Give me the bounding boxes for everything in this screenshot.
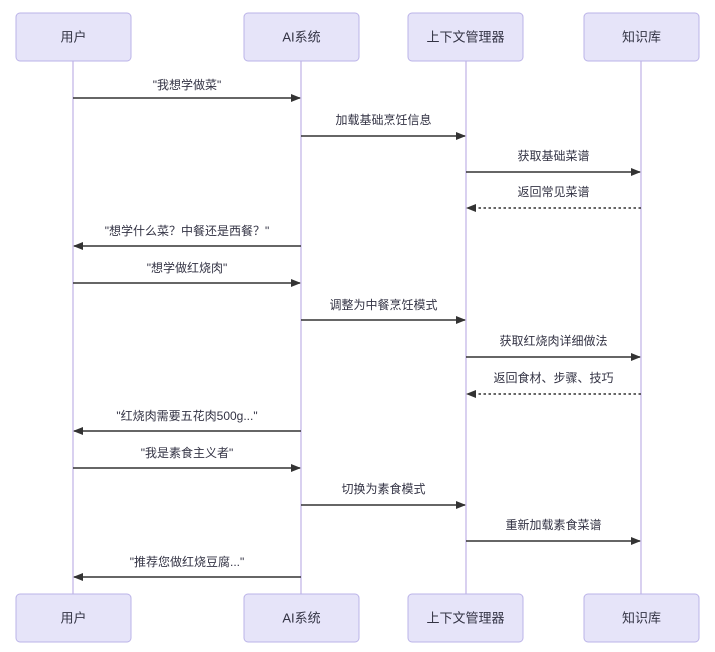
message-label: 重新加载素食菜谱: [505, 517, 601, 532]
message-label: 返回食材、步骤、技巧: [493, 370, 613, 385]
participant-label: AI系统: [282, 610, 320, 625]
participant-label: AI系统: [282, 29, 320, 44]
participant-box[interactable]: [583, 593, 700, 643]
participant-bottom-ai[interactable]: AI系统: [243, 593, 360, 643]
message-label: 切换为素食模式: [341, 481, 425, 496]
participant-bottom-user[interactable]: 用户: [15, 593, 132, 643]
participant-box[interactable]: [15, 12, 132, 62]
actors-top-layer: 用户 AI系统 上下文管理器 知识库: [15, 12, 700, 62]
message-label: 返回常见菜谱: [517, 185, 589, 199]
participant-box[interactable]: [15, 593, 132, 643]
participant-box[interactable]: [243, 12, 360, 62]
message-label: 获取基础菜谱: [517, 149, 589, 163]
message-8: 获取红烧肉详细做法: [466, 333, 641, 361]
participant-label: 用户: [60, 29, 86, 44]
message-label: "红烧肉需要五花肉500g...": [116, 408, 257, 423]
participant-label: 知识库: [622, 29, 661, 44]
message-5: "想学什么菜？中餐还是西餐？": [73, 223, 301, 250]
message-label: 获取红烧肉详细做法: [499, 333, 607, 348]
participant-box[interactable]: [243, 593, 360, 643]
participant-box[interactable]: [407, 12, 524, 62]
message-14: "推荐您做红烧豆腐...": [73, 554, 301, 581]
message-10: "红烧肉需要五花肉500g...": [73, 408, 301, 435]
message-13: 重新加载素食菜谱: [466, 517, 641, 545]
participant-label: 上下文管理器: [426, 29, 504, 44]
message-6: "想学做红烧肉": [73, 260, 301, 287]
participant-label: 知识库: [622, 610, 661, 625]
message-label: "想学什么菜？中餐还是西餐？": [105, 223, 270, 238]
participant-bottom-ctx[interactable]: 上下文管理器: [407, 593, 524, 643]
message-label: "推荐您做红烧豆腐...": [130, 554, 245, 569]
message-12: 切换为素食模式: [301, 481, 466, 509]
message-1: "我想学做菜": [73, 77, 301, 102]
message-4: 返回常见菜谱: [466, 185, 641, 212]
message-9: 返回食材、步骤、技巧: [466, 370, 641, 398]
message-label: "我是素食主义者": [141, 445, 234, 460]
message-7: 调整为中餐烹饪模式: [301, 297, 466, 324]
message-3: 获取基础菜谱: [466, 149, 641, 176]
participant-top-kb[interactable]: 知识库: [583, 12, 700, 62]
lifelines-layer: [72, 61, 642, 594]
message-label: "我想学做菜": [153, 77, 222, 92]
participant-box[interactable]: [583, 12, 700, 62]
message-label: 加载基础烹饪信息: [335, 112, 431, 127]
message-label: 调整为中餐烹饪模式: [329, 297, 437, 312]
participant-top-ai[interactable]: AI系统: [243, 12, 360, 62]
participant-box[interactable]: [407, 593, 524, 643]
participant-top-user[interactable]: 用户: [15, 12, 132, 62]
message-11: "我是素食主义者": [73, 445, 301, 472]
message-2: 加载基础烹饪信息: [301, 112, 466, 140]
actors-bottom-layer: 用户 AI系统 上下文管理器 知识库: [15, 593, 700, 643]
participant-top-ctx[interactable]: 上下文管理器: [407, 12, 524, 62]
participant-label: 用户: [60, 610, 86, 625]
participant-bottom-kb[interactable]: 知识库: [583, 593, 700, 643]
message-label: "想学做红烧肉": [147, 260, 228, 275]
participant-label: 上下文管理器: [426, 610, 504, 625]
